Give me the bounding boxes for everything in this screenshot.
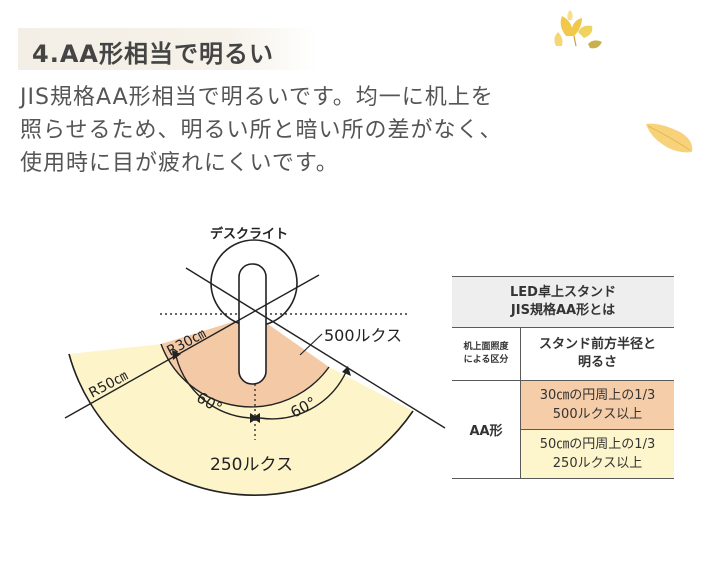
class-aa-cell: AA形 xyxy=(452,380,521,479)
row1-line-1: 30㎝の円周上の1/3 xyxy=(539,388,656,403)
lux250-label: 250ルクス xyxy=(210,455,293,475)
heading-title: 4.AA形相当で明るい xyxy=(32,40,274,68)
row2-line-1: 50㎝の円周上の1/3 xyxy=(539,437,656,452)
falling-leaf-icon xyxy=(646,123,693,153)
label-line-1: 机上面照度 xyxy=(463,342,509,352)
table-row-250lux: 50㎝の円周上の1/3 250ルクス以上 xyxy=(520,429,674,479)
label-line-2: による区分 xyxy=(463,355,509,365)
description-line-2: 照らせるため、明るい所と暗い所の差がなく、 xyxy=(20,118,503,143)
row1-line-2: 500ルクス以上 xyxy=(552,407,643,422)
section-heading: 4.AA形相当で明るい xyxy=(18,28,322,70)
outer-zone-250lux xyxy=(69,344,413,496)
aa-class-table: LED卓上スタンド JIS規格AA形とは 机上面照度 による区分 スタンド前方半… xyxy=(452,276,674,479)
row2-line-2: 250ルクス以上 xyxy=(552,456,643,471)
lux500-label: 500ルクス xyxy=(324,326,402,345)
description-line-1: JIS規格AA形相当で明るいです。均一に机上を xyxy=(20,85,494,110)
description-text: JIS規格AA形相当で明るいです。均一に机上を 照らせるため、明るい所と暗い所の… xyxy=(20,81,580,180)
lamp-label: デスクライト xyxy=(210,226,288,242)
table-title-line-1: LED卓上スタンド xyxy=(510,285,616,300)
table-row-500lux: 30㎝の円周上の1/3 500ルクス以上 xyxy=(520,380,674,430)
table-title-line-2: JIS規格AA形とは xyxy=(510,303,616,318)
column-line-2: 明るさ xyxy=(577,355,617,370)
table-title: LED卓上スタンド JIS規格AA形とは xyxy=(452,276,674,328)
heading-background xyxy=(18,28,318,70)
ginkgo-leaves-icon xyxy=(554,10,602,49)
table-column-header: スタンド前方半径と 明るさ xyxy=(520,327,674,381)
description-line-3: 使用時に目が疲れにくいです。 xyxy=(20,151,339,176)
table-row-header-label: 机上面照度 による区分 xyxy=(452,327,521,381)
column-line-1: スタンド前方半径と xyxy=(538,337,656,352)
illumination-diagram: デスクライト R30㎝ R50㎝ 500ルクス 250ルクス 60° 60° xyxy=(64,226,446,496)
